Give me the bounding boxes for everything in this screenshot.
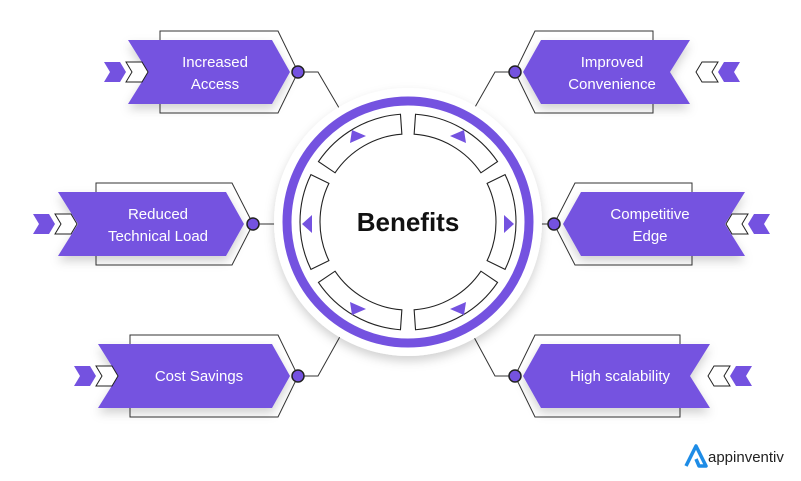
arrow-icon [450, 130, 466, 143]
svg-text:Edge: Edge [632, 228, 667, 245]
svg-text:Competitive: Competitive [610, 206, 689, 223]
ring-segment [413, 113, 499, 174]
ring-segment [317, 113, 403, 174]
center-hub: Benefits [274, 88, 542, 356]
benefit-cost-savings: Cost Savings [74, 334, 305, 418]
connector-dot-icon [508, 369, 522, 383]
svg-text:High scalability: High scalability [570, 368, 671, 385]
chevron-icon [718, 62, 740, 82]
svg-text:Cost Savings: Cost Savings [155, 368, 243, 385]
connector-dot-icon [291, 65, 305, 79]
benefit-high-scalability: High scalability [508, 334, 752, 418]
ring-segment [299, 173, 330, 271]
chevron-icon [748, 214, 770, 234]
arrow-icon [302, 215, 312, 233]
svg-text:Increased: Increased [182, 54, 248, 71]
svg-text:Access: Access [191, 76, 239, 93]
arrow-icon [504, 215, 514, 233]
chevron-icon [695, 61, 719, 83]
chevron-icon [74, 366, 96, 386]
chevron-icon [125, 61, 149, 83]
chevron-icon [33, 214, 55, 234]
ring-segment [413, 270, 499, 331]
arrow-icon [350, 302, 366, 315]
chevron-icon [725, 213, 749, 235]
svg-text:Convenience: Convenience [568, 76, 656, 93]
chevron-icon [104, 62, 126, 82]
chevron-icon [707, 365, 731, 387]
svg-text:Reduced: Reduced [128, 206, 188, 223]
benefit-reduced-technical-load: Reduced Technical Load [33, 182, 260, 266]
chevron-icon [730, 366, 752, 386]
brand-name: appinventiv [708, 449, 784, 466]
chevron-icon [54, 213, 78, 235]
connector-dot-icon [508, 65, 522, 79]
connector-dot-icon [291, 369, 305, 383]
svg-text:Improved: Improved [581, 54, 644, 71]
segment-ring [299, 113, 517, 331]
connector-dot-icon [246, 217, 260, 231]
ring-segment [486, 173, 517, 271]
hub-title: Benefits [357, 207, 460, 237]
svg-text:Technical Load: Technical Load [108, 228, 208, 245]
benefit-increased-access: Increased Access [104, 30, 305, 114]
arrow-icon [450, 302, 466, 315]
benefit-improved-convenience: Improved Convenience [508, 30, 740, 114]
ring-segment [317, 270, 403, 331]
connector-dot-icon [547, 217, 561, 231]
chevron-icon [95, 365, 119, 387]
appinventiv-logo-icon [684, 444, 708, 468]
benefit-competitive-edge: Competitive Edge [547, 182, 770, 266]
brand-logo: appinventiv [684, 444, 784, 468]
arrow-icon [350, 130, 366, 143]
pointer-arrows [302, 130, 514, 315]
